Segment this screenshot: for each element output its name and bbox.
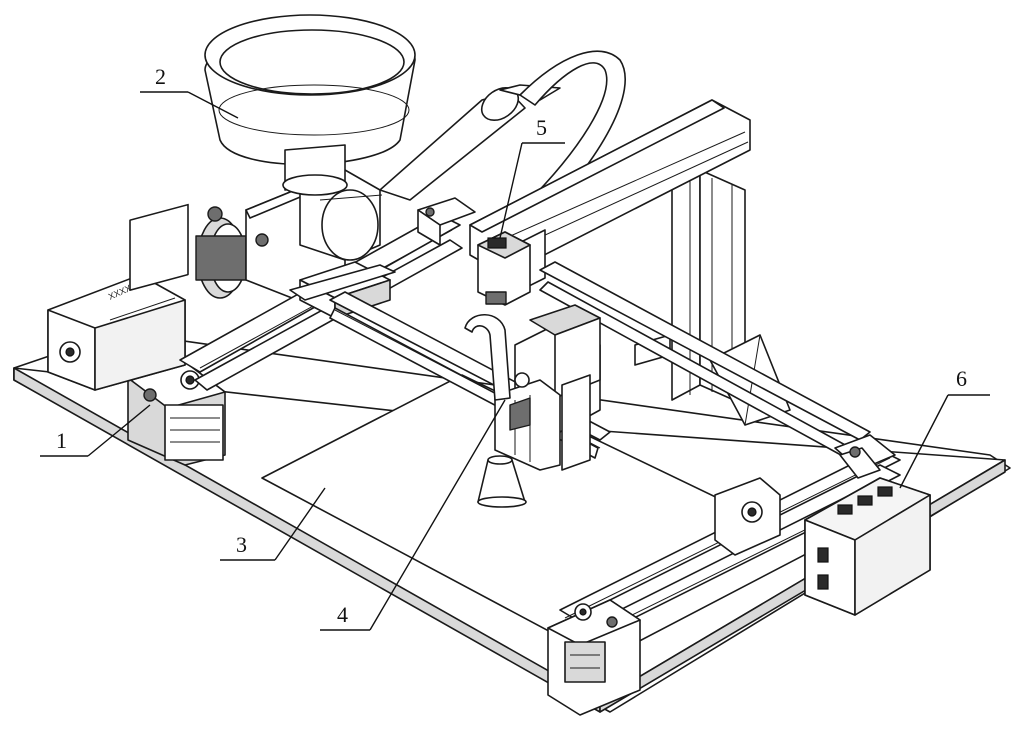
front-right-bracket	[834, 434, 896, 479]
label-4: 4	[337, 602, 348, 627]
rail-bracket-back	[417, 197, 476, 246]
front-left-motor-block	[547, 599, 641, 716]
control-box	[804, 477, 931, 616]
label-5: 5	[536, 115, 547, 140]
label-3: 3	[236, 532, 247, 557]
stepper-motor-left: XXXXXXX XXXXXX	[47, 203, 189, 391]
label-1: 1	[56, 428, 67, 453]
hopper	[204, 14, 416, 196]
label-6: 6	[956, 366, 967, 391]
print-head-carriage	[464, 304, 601, 508]
front-rail-slider	[714, 477, 781, 556]
camera-module	[477, 231, 531, 306]
extruder-assembly	[195, 169, 383, 299]
label-2: 2	[155, 64, 166, 89]
callouts	[40, 91, 990, 631]
